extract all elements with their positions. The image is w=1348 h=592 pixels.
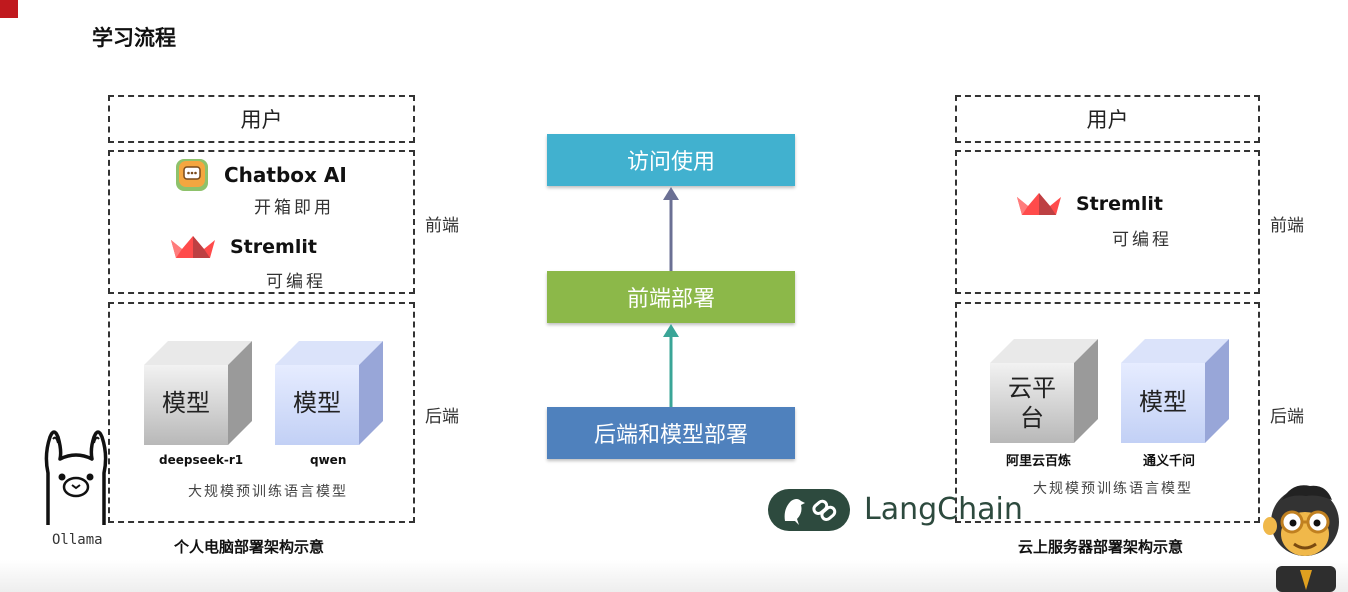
cloud-model-2-name: 通义千问 [1143,454,1196,469]
local-frontend-box [108,150,415,294]
cloud-frontend-box [955,150,1260,294]
cloud-cube-2-text: 模型 [1139,388,1187,416]
local-backend-label: 后端 [425,407,459,427]
chatbox-name: Chatbox AI [224,163,347,187]
cloud-frontend-label: 前端 [1270,216,1304,236]
local-model-2-name: qwen [310,453,347,467]
local-caption: 个人电脑部署架构示意 [174,538,325,556]
cloud-backend-box [955,302,1260,523]
local-frontend-label: 前端 [425,216,459,236]
cloud-platform-cube [990,339,1098,443]
ollama-label: Ollama [52,532,103,548]
cloud-cube-1-line1: 云平 [1008,374,1056,402]
cloud-streamlit-desc: 可编程 [1112,230,1172,250]
local-user-label: 用户 [240,108,283,132]
flow-step-access-label: 访问使用 [626,150,715,175]
corner-mark [0,0,18,18]
cloud-backend-label: 后端 [1270,407,1304,427]
langchain-parrot-icon [784,499,837,525]
arrow-backend-to-frontend [663,324,679,407]
arrow-frontend-to-access [663,187,679,271]
cloud-cube-1-text: 云平 台 [990,373,1074,433]
flow-step-backend-label: 后端和模型部署 [593,423,748,448]
local-model-cube-qwen [275,341,383,445]
cloud-models-caption: 大规模预训练语言模型 [1033,481,1193,497]
page-title: 学习流程 [92,26,176,50]
streamlit-crown-icon [1017,193,1061,215]
chatbox-desc: 开箱即用 [254,198,334,218]
flow-step-access: 访问使用 [547,134,795,186]
local-backend-box [108,302,415,523]
local-cube-1-text: 模型 [162,389,210,417]
monkey-mascot-icon [1263,485,1339,592]
flow-step-frontend-label: 前端部署 [626,287,715,312]
langchain-logo-badge [768,489,850,531]
cloud-cube-1-line2: 台 [1020,404,1044,432]
local-model-cube-deepseek [144,341,252,445]
cloud-model-1-name: 阿里云百炼 [1006,454,1072,469]
langchain-link-icon [812,499,837,521]
cloud-streamlit-name: Stremlit [1076,193,1163,215]
chatbox-icon [176,159,208,191]
flow-step-frontend: 前端部署 [547,271,795,323]
cloud-user-box: 用户 [955,95,1260,143]
bottom-shade [0,560,1348,592]
cloud-model-cube [1121,339,1229,443]
local-streamlit-desc: 可编程 [266,272,326,292]
local-cube-2-text: 模型 [293,389,341,417]
local-streamlit-name: Stremlit [230,236,317,258]
streamlit-crown-icon [171,236,215,258]
cloud-caption: 云上服务器部署架构示意 [1018,538,1184,556]
local-model-1-name: deepseek-r1 [159,453,244,467]
cloud-user-label: 用户 [1086,108,1129,132]
local-user-box: 用户 [108,95,415,143]
local-models-caption: 大规模预训练语言模型 [188,484,348,500]
flow-step-backend: 后端和模型部署 [547,407,795,459]
ollama-llama-icon [44,430,108,525]
